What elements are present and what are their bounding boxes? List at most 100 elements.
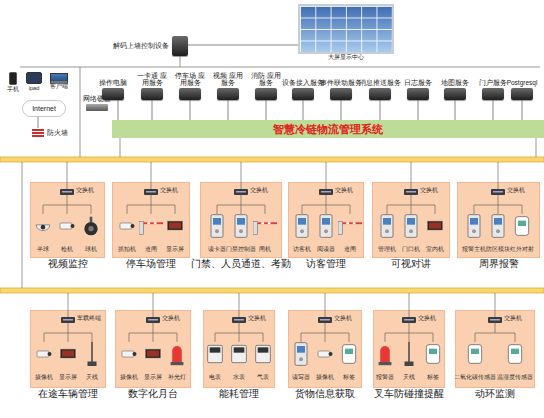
- device-label: 交换机: [334, 315, 352, 321]
- server-icon: 消息推送服务: [369, 88, 391, 100]
- server-icon: 设备接入服务: [292, 88, 314, 100]
- device-label: 标签: [427, 374, 439, 380]
- device-label: 闸机: [259, 246, 271, 252]
- device-label: 防区模块: [486, 246, 510, 252]
- device-label: 电表: [209, 374, 221, 380]
- device-label: 道闸: [344, 246, 356, 252]
- device-label: 交换机: [76, 187, 94, 193]
- device-label: 交换机: [162, 315, 180, 321]
- device-label: 显示屏: [166, 246, 184, 252]
- connector: [418, 100, 419, 120]
- device-label: 阅读器: [317, 246, 335, 252]
- device-label: 交换机: [160, 187, 178, 193]
- device-label: 补光灯: [168, 374, 186, 380]
- node-label: 访客管理: [306, 259, 346, 269]
- node-label: 消息推送服务: [359, 79, 401, 86]
- node-label: Internet: [23, 101, 65, 116]
- node-label: 门户服务: [479, 79, 507, 86]
- device-label: 天线: [86, 374, 98, 380]
- device-label: 枪机: [61, 246, 73, 252]
- device-label: 读卡器: [208, 246, 226, 252]
- node-label: 解码上墙控制设备: [113, 42, 169, 49]
- node-label: 一卡通 应用服务: [137, 72, 167, 86]
- system-band: 智慧冷链物流管理系统: [112, 120, 544, 138]
- node-label: 停车场 应用服务: [175, 72, 205, 86]
- node-label: 手机: [7, 86, 19, 92]
- connector: [455, 100, 456, 120]
- connector: [228, 100, 229, 120]
- device-label: 气表: [257, 374, 269, 380]
- node-label: 客户端: [50, 83, 68, 89]
- server-icon: 事件联动服务: [330, 88, 352, 100]
- node-label: 在途车辆管理: [38, 389, 98, 399]
- device-label: 报警主机: [462, 246, 486, 252]
- device-label: 摄像机: [316, 374, 334, 380]
- connector: [341, 100, 342, 120]
- node-label: 能耗管理: [219, 389, 259, 399]
- device-label: 交换机: [250, 187, 268, 193]
- node-label: 事件联动服务: [320, 79, 362, 86]
- server-icon: 停车场 应用服务: [179, 88, 201, 100]
- connector: [522, 100, 523, 120]
- art-rect: [0, 157, 544, 162]
- server-icon: 日志服务: [407, 88, 429, 100]
- device-label: 二氧化碳传感器: [454, 374, 496, 380]
- device-label: 显示屏: [59, 374, 77, 380]
- device-label: 访客机: [293, 246, 311, 252]
- node-label: 地图服务: [441, 79, 469, 86]
- internet-cloud: Internet: [22, 100, 66, 117]
- tablet-icon: ipad: [26, 72, 42, 84]
- firewall-icon: 防火墙: [32, 128, 44, 137]
- device-label: 读写器: [292, 374, 310, 380]
- node-label: 操作电脑: [99, 79, 127, 86]
- node-label: 视频 应用服务: [213, 72, 243, 86]
- device-label: 道闸: [145, 246, 157, 252]
- server-icon: 视频 应用服务: [217, 88, 239, 100]
- node-label: 周界报警: [479, 259, 519, 269]
- device-label: 车载终端: [77, 315, 101, 321]
- node-label: 日志服务: [404, 79, 432, 86]
- device-label: 半球: [37, 246, 49, 252]
- device-label: 抓拍机: [118, 246, 136, 252]
- device-label: 交换机: [335, 187, 353, 193]
- node-label: 可视对讲: [391, 259, 431, 269]
- art-rect: [0, 288, 544, 293]
- device-label: 交换机: [248, 315, 266, 321]
- node-label: 消防 应用服务: [251, 72, 281, 86]
- device-label: 交换机: [420, 187, 438, 193]
- device-label: 温湿度传感器: [497, 374, 533, 380]
- network-wires: [20, 56, 540, 342]
- connector: [266, 100, 267, 120]
- server-icon: 门户服务: [482, 88, 504, 100]
- node-label: ipad: [29, 85, 39, 91]
- connector: [188, 45, 298, 46]
- device-label: 门口机: [402, 246, 420, 252]
- node-label: 货物信息获取: [295, 389, 355, 399]
- node-label: 停车场管理: [126, 259, 176, 269]
- node-label: 门禁、人员通道、考勤: [191, 259, 291, 269]
- art-path: [20, 56, 540, 288]
- laptop-icon: 客户端: [50, 73, 68, 84]
- device-label: 球机: [85, 246, 97, 252]
- node-label: 视频监控: [48, 259, 88, 269]
- node-label: 叉车防碰撞提醒: [374, 389, 444, 399]
- connector: [303, 100, 304, 120]
- node-label: 防火墙: [47, 129, 68, 136]
- device-label: 交换机: [504, 315, 522, 321]
- connector: [38, 117, 39, 128]
- device-label: 门禁控制器: [226, 246, 256, 252]
- node-label: 数字化月台: [128, 389, 178, 399]
- device-label: 交换机: [418, 315, 436, 321]
- server-icon: Postgresql: [511, 88, 533, 100]
- display-wall: 大屏显示中心: [298, 4, 394, 54]
- node-label: 动环监测: [475, 389, 515, 399]
- server-icon: 一卡通 应用服务: [141, 88, 163, 100]
- node-label: 智慧冷链物流管理系统: [112, 120, 544, 138]
- connector: [190, 100, 191, 120]
- device-label: 管理机: [378, 246, 396, 252]
- phone-icon: 手机: [9, 72, 17, 85]
- device-label: 报警器: [376, 374, 394, 380]
- device-label: 标签: [343, 374, 355, 380]
- device-label: 室内机: [426, 246, 444, 252]
